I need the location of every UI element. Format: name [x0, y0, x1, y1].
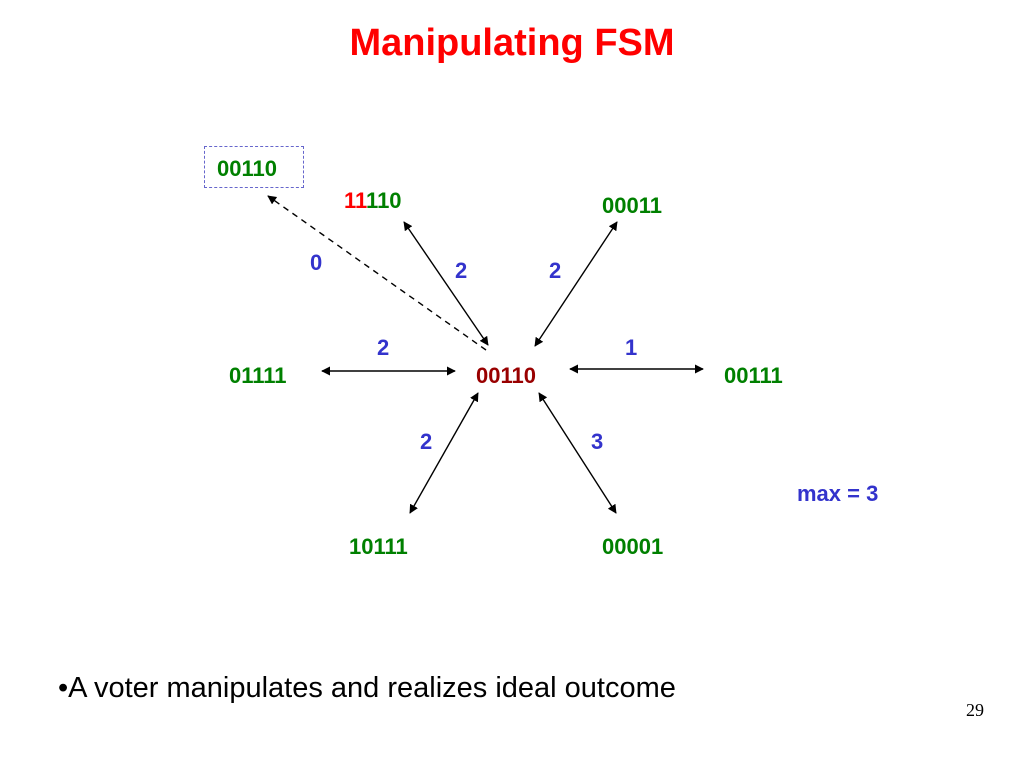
- node-top-mid-rest: 110: [366, 188, 402, 213]
- edge-top-mid: [403, 221, 489, 346]
- node-left: 01111: [229, 363, 287, 388]
- node-bottom-right: 00001: [602, 534, 664, 559]
- weight-top-mid: 2: [455, 258, 468, 283]
- page-number: 29: [966, 700, 984, 720]
- slide-title: Manipulating FSM: [349, 22, 675, 64]
- edge-top-right: [534, 221, 618, 347]
- weight-top-right: 2: [549, 258, 562, 283]
- edge-bottom-right: [538, 392, 617, 514]
- weight-top-left: 0: [310, 250, 323, 275]
- selected-state-box: [204, 146, 304, 188]
- bullet-text: •A voter manipulates and realizes ideal …: [58, 672, 676, 704]
- weight-bottom-right: 3: [591, 429, 604, 454]
- node-center: 00110: [476, 363, 536, 388]
- edge-bottom-left: [409, 392, 479, 514]
- node-top-left: 00110: [217, 156, 277, 181]
- max-label: max = 3: [797, 481, 879, 506]
- node-bottom-left: 10111: [349, 534, 408, 559]
- weight-left: 2: [377, 335, 390, 360]
- weight-right: 1: [625, 335, 638, 360]
- node-top-mid-highlight: 11: [344, 188, 367, 213]
- node-right: 00111: [724, 363, 783, 388]
- weight-bottom-left: 2: [420, 429, 433, 454]
- node-top-mid: 11110: [344, 188, 402, 214]
- node-top-right: 00011: [602, 193, 662, 218]
- edge-top-left-dashed: [267, 195, 487, 351]
